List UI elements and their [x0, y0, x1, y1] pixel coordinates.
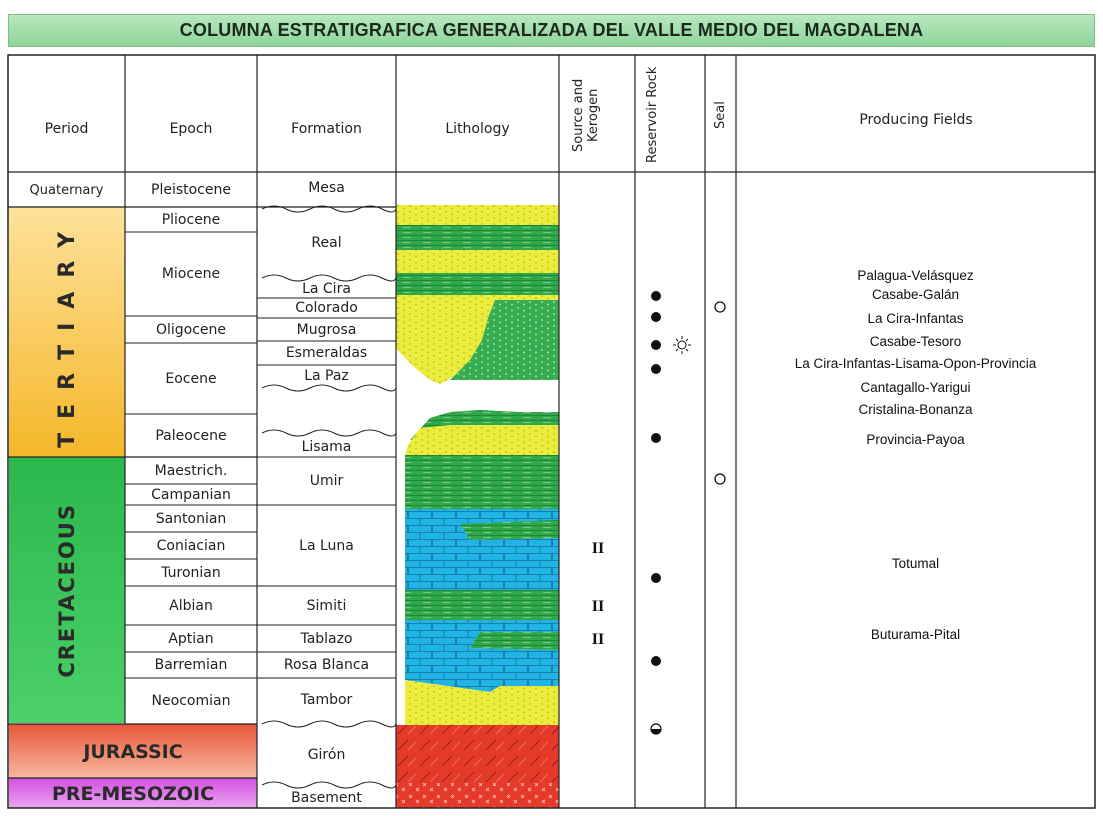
period-cretaceous: CRETACEOUS: [9, 458, 125, 723]
epoch-eocene: Eocene: [165, 370, 217, 387]
formation-lisama: Lisama: [301, 438, 352, 455]
kerogen-type-la-luna: II: [591, 540, 605, 557]
field-casabe-galan: Casabe-Galán: [871, 287, 960, 302]
formation-tambor: Tambor: [300, 692, 353, 708]
epoch-neocomian: Neocomian: [151, 693, 231, 709]
formation-tablazo: Tablazo: [300, 630, 353, 647]
jurassic-box: [9, 724, 257, 778]
epoch-miocene: Miocene: [161, 266, 221, 282]
lithology-column: [396, 205, 559, 808]
field-cristalina-bonanza: Cristalina-Bonanza: [858, 402, 973, 417]
period-jurassic: JURASSIC: [83, 740, 183, 763]
epoch-barremian: Barremian: [154, 657, 228, 673]
kerogen-type-simiti: II: [591, 598, 605, 615]
header-epoch: Epoch: [169, 121, 213, 137]
header-seal: Seal: [713, 101, 728, 129]
formation-rosa-blanca: Rosa Blanca: [283, 657, 370, 673]
formation-la-cira: La Cira: [302, 281, 351, 297]
reservoir-symbols: [651, 291, 661, 666]
formation-esmeraldas: Esmeraldas: [285, 345, 368, 361]
chart-title: COLUMNA ESTRATIGRAFICA GENERALIZADA DEL …: [8, 14, 1095, 47]
epoch-coniacian: Coniacian: [156, 537, 226, 554]
epoch-oligocene: Oligocene: [155, 321, 227, 338]
field-totumal: Totumal: [891, 556, 940, 571]
formation-giron: Girón: [307, 747, 346, 763]
field-la-cira-infantas: La Cira-Infantas: [867, 311, 964, 326]
reservoir-dot-icon: [651, 312, 661, 322]
header-period: Period: [44, 121, 89, 137]
epoch-aptian: Aptian: [168, 630, 214, 647]
formation-umir: Umir: [309, 473, 344, 489]
formation-real: Real: [311, 235, 342, 251]
field-la-cira-infantas-lisama: La Cira-Infantas-Lisama-Opon-Provincia: [794, 356, 1037, 371]
reservoir-dot-icon: [651, 573, 661, 583]
header-formation: Formation: [291, 121, 362, 137]
field-provincia-payoa: Provincia-Payoa: [866, 432, 965, 447]
header-producing-fields: Producing Fields: [859, 112, 973, 128]
pre-mesozoic-box: [9, 778, 257, 808]
partial-reservoir-icon: [650, 723, 662, 735]
field-palagua-velasquez: Palagua-Velásquez: [857, 268, 974, 283]
epoch-maestrichtian: Maestrich.: [154, 462, 228, 479]
formation-simiti: Simiti: [306, 597, 347, 614]
header-reservoir-rock: Reservoir Rock: [645, 66, 660, 164]
tertiary-box: [9, 207, 125, 457]
seal-open-circle-icon: [714, 473, 726, 485]
gas-sun-icon: [673, 336, 691, 354]
epoch-santonian: Santonian: [155, 510, 227, 527]
epoch-pliocene: Pliocene: [161, 211, 221, 228]
period-tertiary-label: TERTIARY: [54, 218, 80, 448]
reservoir-dot-icon: [651, 291, 661, 301]
formation-colorado: Colorado: [295, 300, 358, 316]
kerogen-type-tablazo: II: [591, 631, 605, 648]
header-lithology: Lithology: [445, 121, 510, 137]
seal-symbols: [714, 301, 726, 485]
epoch-albian: Albian: [169, 597, 213, 614]
reservoir-dot-icon: [651, 364, 661, 374]
epoch-turonian: Turonian: [161, 564, 221, 581]
formation-mugrosa: Mugrosa: [296, 321, 357, 338]
field-buturama-pital: Buturama-Pital: [870, 627, 961, 642]
field-cantagallo-yarigui: Cantagallo-Yarigui: [860, 380, 971, 395]
header-source-kerogen: Source and Kerogen: [571, 78, 601, 152]
reservoir-dot-icon: [651, 433, 661, 443]
seal-open-circle-icon: [714, 301, 726, 313]
formation-basement: Basement: [291, 789, 362, 806]
field-casabe-tesoro: Casabe-Tesoro: [869, 334, 962, 349]
period-tertiary: TERTIARY: [9, 210, 125, 456]
formation-la-luna: La Luna: [299, 537, 354, 554]
period-quaternary: Quaternary: [29, 182, 104, 198]
reservoir-dot-icon: [651, 656, 661, 666]
formation-la-paz: La Paz: [304, 368, 349, 384]
formation-mesa: Mesa: [308, 180, 345, 196]
period-cretaceous-label: CRETACEOUS: [55, 503, 79, 678]
period-pre-mesozoic: PRE-MESOZOIC: [51, 782, 215, 805]
reservoir-dot-icon: [651, 340, 661, 350]
epoch-campanian: Campanian: [151, 486, 231, 503]
epoch-pleistocene: Pleistocene: [151, 182, 231, 198]
epoch-paleocene: Paleocene: [155, 427, 227, 444]
cretaceous-box: [9, 457, 125, 723]
